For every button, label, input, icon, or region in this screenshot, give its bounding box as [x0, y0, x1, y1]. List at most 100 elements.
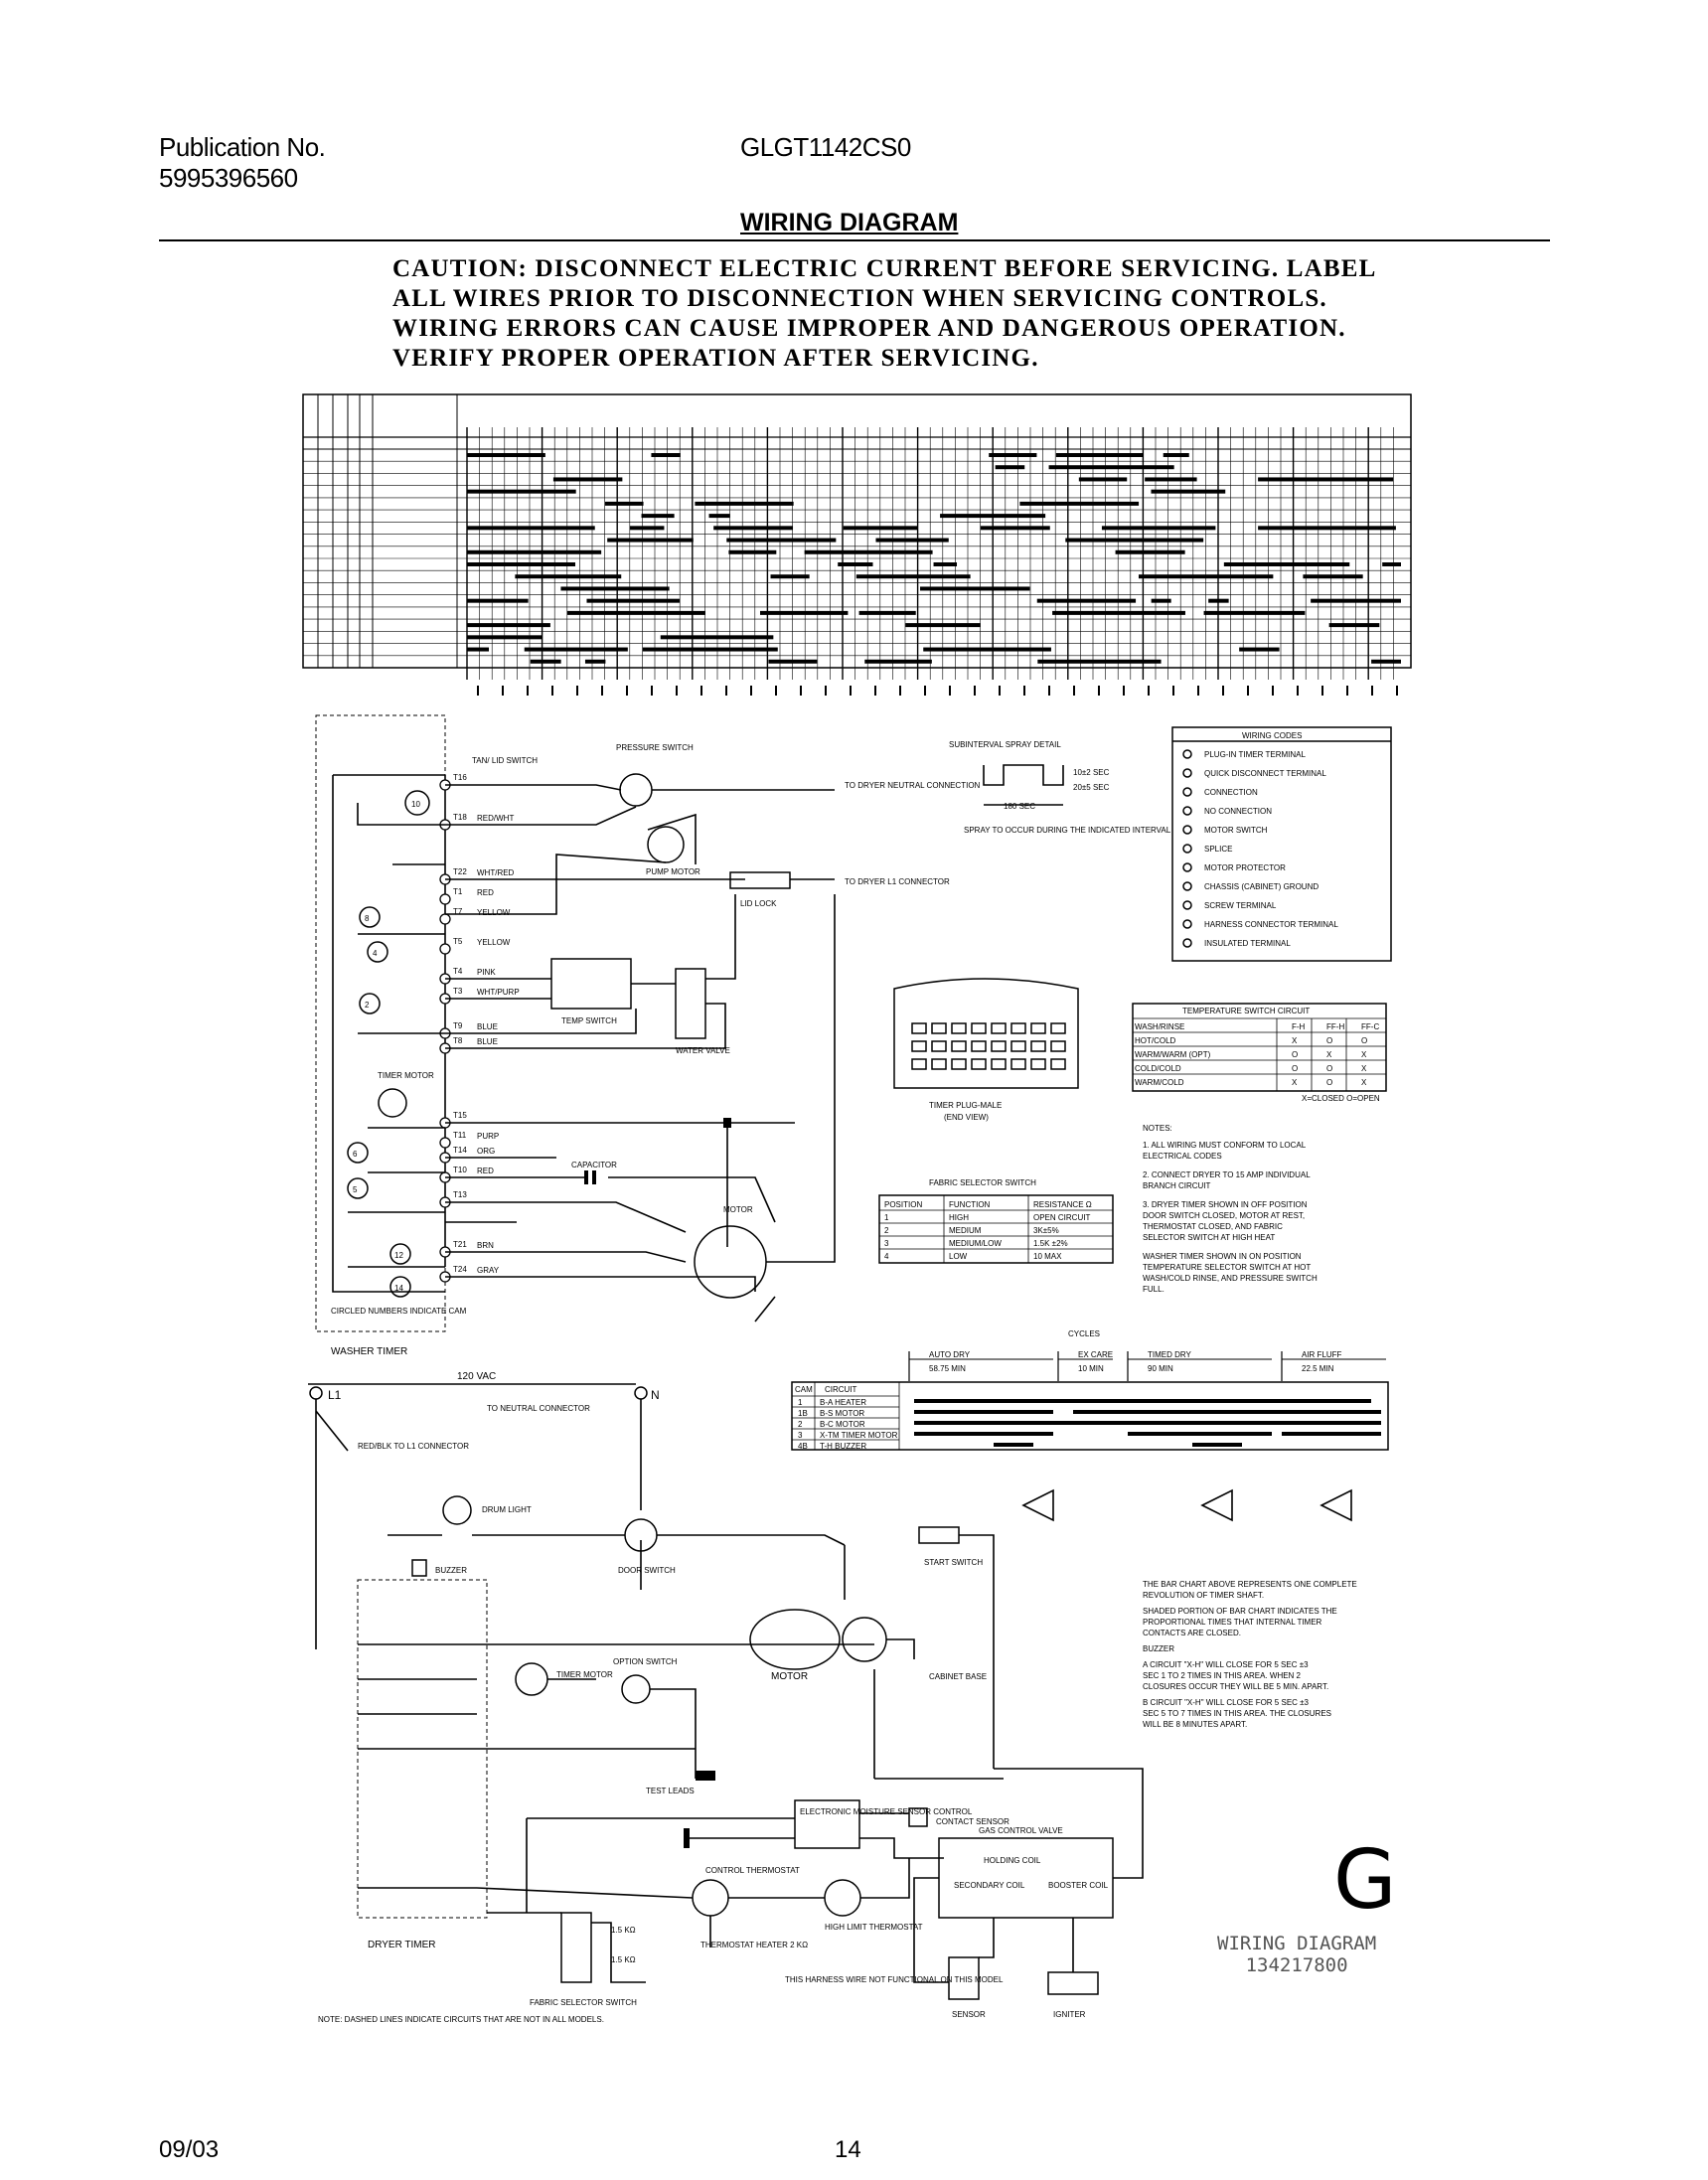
chart-closure-bar: [524, 647, 628, 652]
cam-number: 14: [394, 1284, 403, 1293]
chart-closure-bar: [1078, 477, 1128, 482]
caution-text: CAUTION: DISCONNECT ELECTRIC CURRENT BEF…: [392, 254, 1377, 374]
table-cell: 1: [884, 1213, 889, 1222]
table-cell: MEDIUM/LOW: [949, 1239, 1002, 1248]
chart-closure-bar: [989, 453, 1037, 457]
start-switch-label: START SWITCH: [924, 1558, 983, 1567]
chart-closure-bar: [838, 562, 873, 566]
terminal-label: T16: [453, 773, 467, 782]
dryer-note-line: SEC 5 TO 7 TIMES IN THIS AREA. THE CLOSU…: [1143, 1709, 1331, 1718]
wire-color-label: BLUE: [477, 1037, 498, 1046]
water-valve-label: WATER VALVE: [676, 1046, 730, 1055]
cam-number: 4B: [798, 1442, 808, 1451]
terminal-symbol: [439, 913, 451, 925]
plug-pin: [1050, 1040, 1066, 1052]
to-dryer-l1: TO DRYER L1 CONNECTOR: [845, 877, 950, 886]
chart-tick-mark: [825, 686, 827, 696]
dryer-note-line: CONTACTS ARE CLOSED.: [1143, 1629, 1241, 1637]
chart-tick-mark: [949, 686, 951, 696]
chart-closure-bar: [467, 623, 550, 628]
chart-closure-bar: [467, 647, 490, 652]
chart-tick-mark: [1396, 686, 1398, 696]
chart-closure-bar: [1208, 598, 1229, 603]
caution-line: CAUTION: DISCONNECT ELECTRIC CURRENT BEF…: [392, 255, 1377, 282]
chart-closure-bar: [467, 549, 602, 554]
chart-closure-bar: [713, 526, 794, 531]
cam-circuit: B-A HEATER: [820, 1398, 866, 1407]
gas-valve-label: GAS CONTROL VALVE: [979, 1826, 1063, 1835]
timer-plug-label: TIMER PLUG-MALE: [929, 1101, 1002, 1110]
wire-color-label: BLUE: [477, 1022, 498, 1031]
chart-tick-mark: [1247, 686, 1249, 696]
chart-closure-bar: [1151, 598, 1171, 603]
terminal-label: T22: [453, 867, 467, 876]
motor-label: MOTOR: [723, 1205, 753, 1214]
code-symbol: [1182, 900, 1192, 910]
code-label: CHASSIS (CABINET) GROUND: [1204, 882, 1319, 891]
wire-color-label: YELLOW: [477, 908, 511, 917]
cam-number: 3: [798, 1431, 803, 1440]
cam-bar: [1128, 1432, 1272, 1436]
chart-closure-bar: [1311, 598, 1401, 603]
plug-pin: [1030, 1022, 1046, 1034]
thermostat-heater-label: THERMOSTAT HEATER 2 KΩ: [700, 1941, 808, 1949]
cam-number: 12: [394, 1251, 403, 1260]
chart-tick-mark: [750, 686, 752, 696]
chart-tick-mark: [1048, 686, 1050, 696]
cycles-title: CYCLES: [1068, 1329, 1100, 1338]
chart-tick-mark: [477, 686, 479, 696]
note-line: SELECTOR SWITCH AT HIGH HEAT: [1143, 1233, 1275, 1242]
chart-tick-mark: [1073, 686, 1075, 696]
table-cell: FUNCTION: [949, 1200, 991, 1209]
model-number: GLGT1142CS0: [740, 132, 911, 162]
stamp-line: WIRING DIAGRAM: [1217, 1933, 1377, 1954]
terminal-label: T10: [453, 1166, 467, 1174]
cam-header: CIRCUIT: [825, 1385, 857, 1394]
terminal-label: T8: [453, 1036, 463, 1045]
chart-tick-mark: [1297, 686, 1299, 696]
code-symbol: [1182, 806, 1192, 816]
chart-tick-mark: [725, 686, 727, 696]
plug-pin: [911, 1022, 927, 1034]
plug-pin: [931, 1022, 947, 1034]
chart-closure-bar: [552, 477, 623, 482]
code-label: NO CONNECTION: [1204, 807, 1272, 816]
table-cell: O: [1326, 1078, 1332, 1087]
stamp-line: 134217800: [1245, 1954, 1348, 1976]
note-line: THERMOSTAT CLOSED, AND FABRIC: [1143, 1222, 1283, 1231]
chart-tick-mark: [502, 686, 504, 696]
subinterval-detail: SUBINTERVAL SPRAY DETAIL 10±2 SEC 20±5 S…: [949, 740, 1171, 835]
notes-title: NOTES:: [1143, 1124, 1172, 1133]
chart-closure-bar: [1019, 501, 1140, 506]
cam-number: 1B: [798, 1409, 808, 1418]
caution-line: VERIFY PROPER OPERATION AFTER SERVICING.: [392, 345, 1039, 372]
chart-closure-bar: [1328, 623, 1380, 628]
chart-closure-bar: [605, 501, 644, 506]
cam-number: 5: [353, 1185, 358, 1194]
holding-coil-label: HOLDING COIL: [984, 1856, 1041, 1865]
to-neutral-label: TO NEUTRAL CONNECTOR: [487, 1404, 590, 1413]
chart-closure-bar: [660, 635, 774, 640]
segment-label: EX CARE: [1078, 1350, 1113, 1359]
note-line: FULL.: [1143, 1285, 1165, 1294]
terminal-label: T1: [453, 887, 463, 896]
washer-timer-label: WASHER TIMER: [331, 1346, 407, 1357]
harness-note: THIS HARNESS WIRE NOT FUNCTIONAL ON THIS…: [785, 1975, 1004, 1984]
chart-closure-bar: [1382, 562, 1401, 566]
code-symbol: [1182, 787, 1192, 797]
timer-plug-sub: (END VIEW): [944, 1113, 989, 1122]
table-cell: 3: [884, 1239, 889, 1248]
chart-closure-bar: [728, 549, 777, 554]
dryer-note-line: B CIRCUIT "X-H" WILL CLOSE FOR 5 SEC ±3: [1143, 1698, 1310, 1707]
chart-closure-bar: [586, 598, 681, 603]
chart-tick-mark: [899, 686, 901, 696]
table-cell: HOT/COLD: [1135, 1036, 1176, 1045]
chart-tick-mark: [1023, 686, 1025, 696]
dryer-note-line: REVOLUTION OF TIMER SHAFT.: [1143, 1591, 1264, 1600]
table-cell: WASH/RINSE: [1135, 1022, 1184, 1031]
note-line: 1. ALL WIRING MUST CONFORM TO LOCAL: [1143, 1141, 1307, 1150]
cam-number: 6: [353, 1150, 358, 1159]
cam-number: 8: [365, 914, 370, 923]
dryer-notes-lines: THE BAR CHART ABOVE REPRESENTS ONE COMPL…: [1143, 1580, 1357, 1729]
